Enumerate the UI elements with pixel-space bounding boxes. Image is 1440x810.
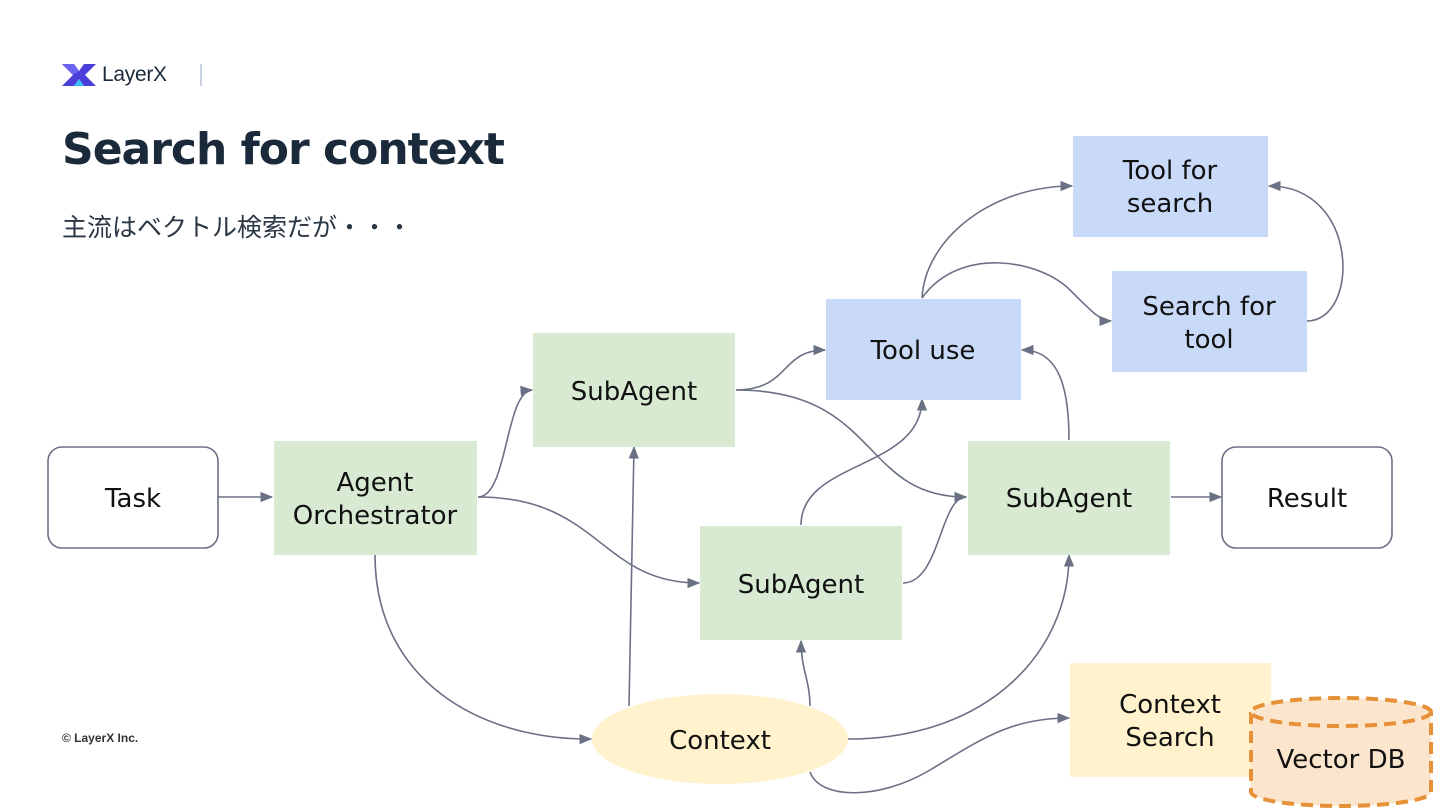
layerx-logo-icon xyxy=(62,64,96,86)
edge-subagent-top-tool-use xyxy=(735,344,827,391)
brand-name: LayerX xyxy=(102,63,167,86)
node-result-label-line-0: Result xyxy=(1267,484,1347,514)
node-tool-for-search-label-line-1: search xyxy=(1127,189,1213,219)
edge-context-context-search xyxy=(809,712,1071,794)
node-context-search-label-line-0: Context xyxy=(1119,690,1221,720)
node-search-for-tool-label-line-0: Search for xyxy=(1142,292,1276,322)
page-title: Search for context xyxy=(62,124,505,175)
node-vector-db: Vector DB xyxy=(1249,696,1433,808)
edge-tool-use-tool-for-search xyxy=(921,180,1074,299)
diagram-edges xyxy=(218,180,1344,794)
node-task-label-line-0: Task xyxy=(104,484,161,514)
node-subagent-right-label-line-0: SubAgent xyxy=(1006,484,1132,514)
node-context-label-line-0: Context xyxy=(669,726,771,756)
edge-orchestrator-subagent-top xyxy=(477,385,534,498)
node-tool-for-search: Tool for search xyxy=(1073,136,1268,237)
edge-context-subagent-mid xyxy=(795,639,811,707)
node-context: Context xyxy=(592,694,848,784)
node-task: Task xyxy=(47,446,219,549)
node-subagent-right: SubAgent xyxy=(968,441,1170,555)
node-vector-db-label-line-0: Vector DB xyxy=(1277,745,1406,775)
node-tool-for-search-label-line-0: Tool for xyxy=(1122,156,1218,186)
node-orchestrator-label-line-0: Agent xyxy=(337,468,414,498)
node-context-search-label-line-1: Search xyxy=(1125,723,1214,753)
edge-subagent-mid-tool-use xyxy=(800,397,928,526)
edge-tool-use-search-for-tool xyxy=(921,262,1113,327)
node-subagent-mid: SubAgent xyxy=(700,526,902,640)
edge-subagent-top-subagent-right xyxy=(735,389,968,503)
node-tool-use-label-line-0: Tool use xyxy=(870,336,976,366)
edge-subagent-mid-subagent-right xyxy=(902,491,968,584)
edge-orchestrator-subagent-mid xyxy=(477,496,701,589)
logo-divider xyxy=(200,64,202,86)
node-tool-use: Tool use xyxy=(826,299,1021,400)
edge-search-for-tool-tool-for-search xyxy=(1267,180,1344,322)
node-result: Result xyxy=(1221,446,1393,549)
node-context-search: Context Search xyxy=(1070,663,1271,777)
copyright: © LayerX Inc. xyxy=(62,731,139,745)
edge-context-subagent-right xyxy=(847,553,1075,740)
brand-logo: LayerX xyxy=(62,60,202,90)
node-search-for-tool-label-line-1: tool xyxy=(1184,325,1233,355)
node-subagent-top-label-line-0: SubAgent xyxy=(571,377,697,407)
node-search-for-tool: Search for tool xyxy=(1112,271,1307,372)
node-subagent-mid-label-line-0: SubAgent xyxy=(738,570,864,600)
node-orchestrator: Agent Orchestrator xyxy=(274,441,477,555)
edge-subagent-right-tool-use xyxy=(1020,344,1070,441)
node-orchestrator-label-line-1: Orchestrator xyxy=(293,501,458,531)
node-subagent-top: SubAgent xyxy=(533,333,735,447)
edge-context-subagent-top xyxy=(628,445,639,707)
page-subtitle: 主流はベクトル検索だが・・・ xyxy=(62,213,413,242)
edge-orchestrator-context xyxy=(374,554,593,745)
